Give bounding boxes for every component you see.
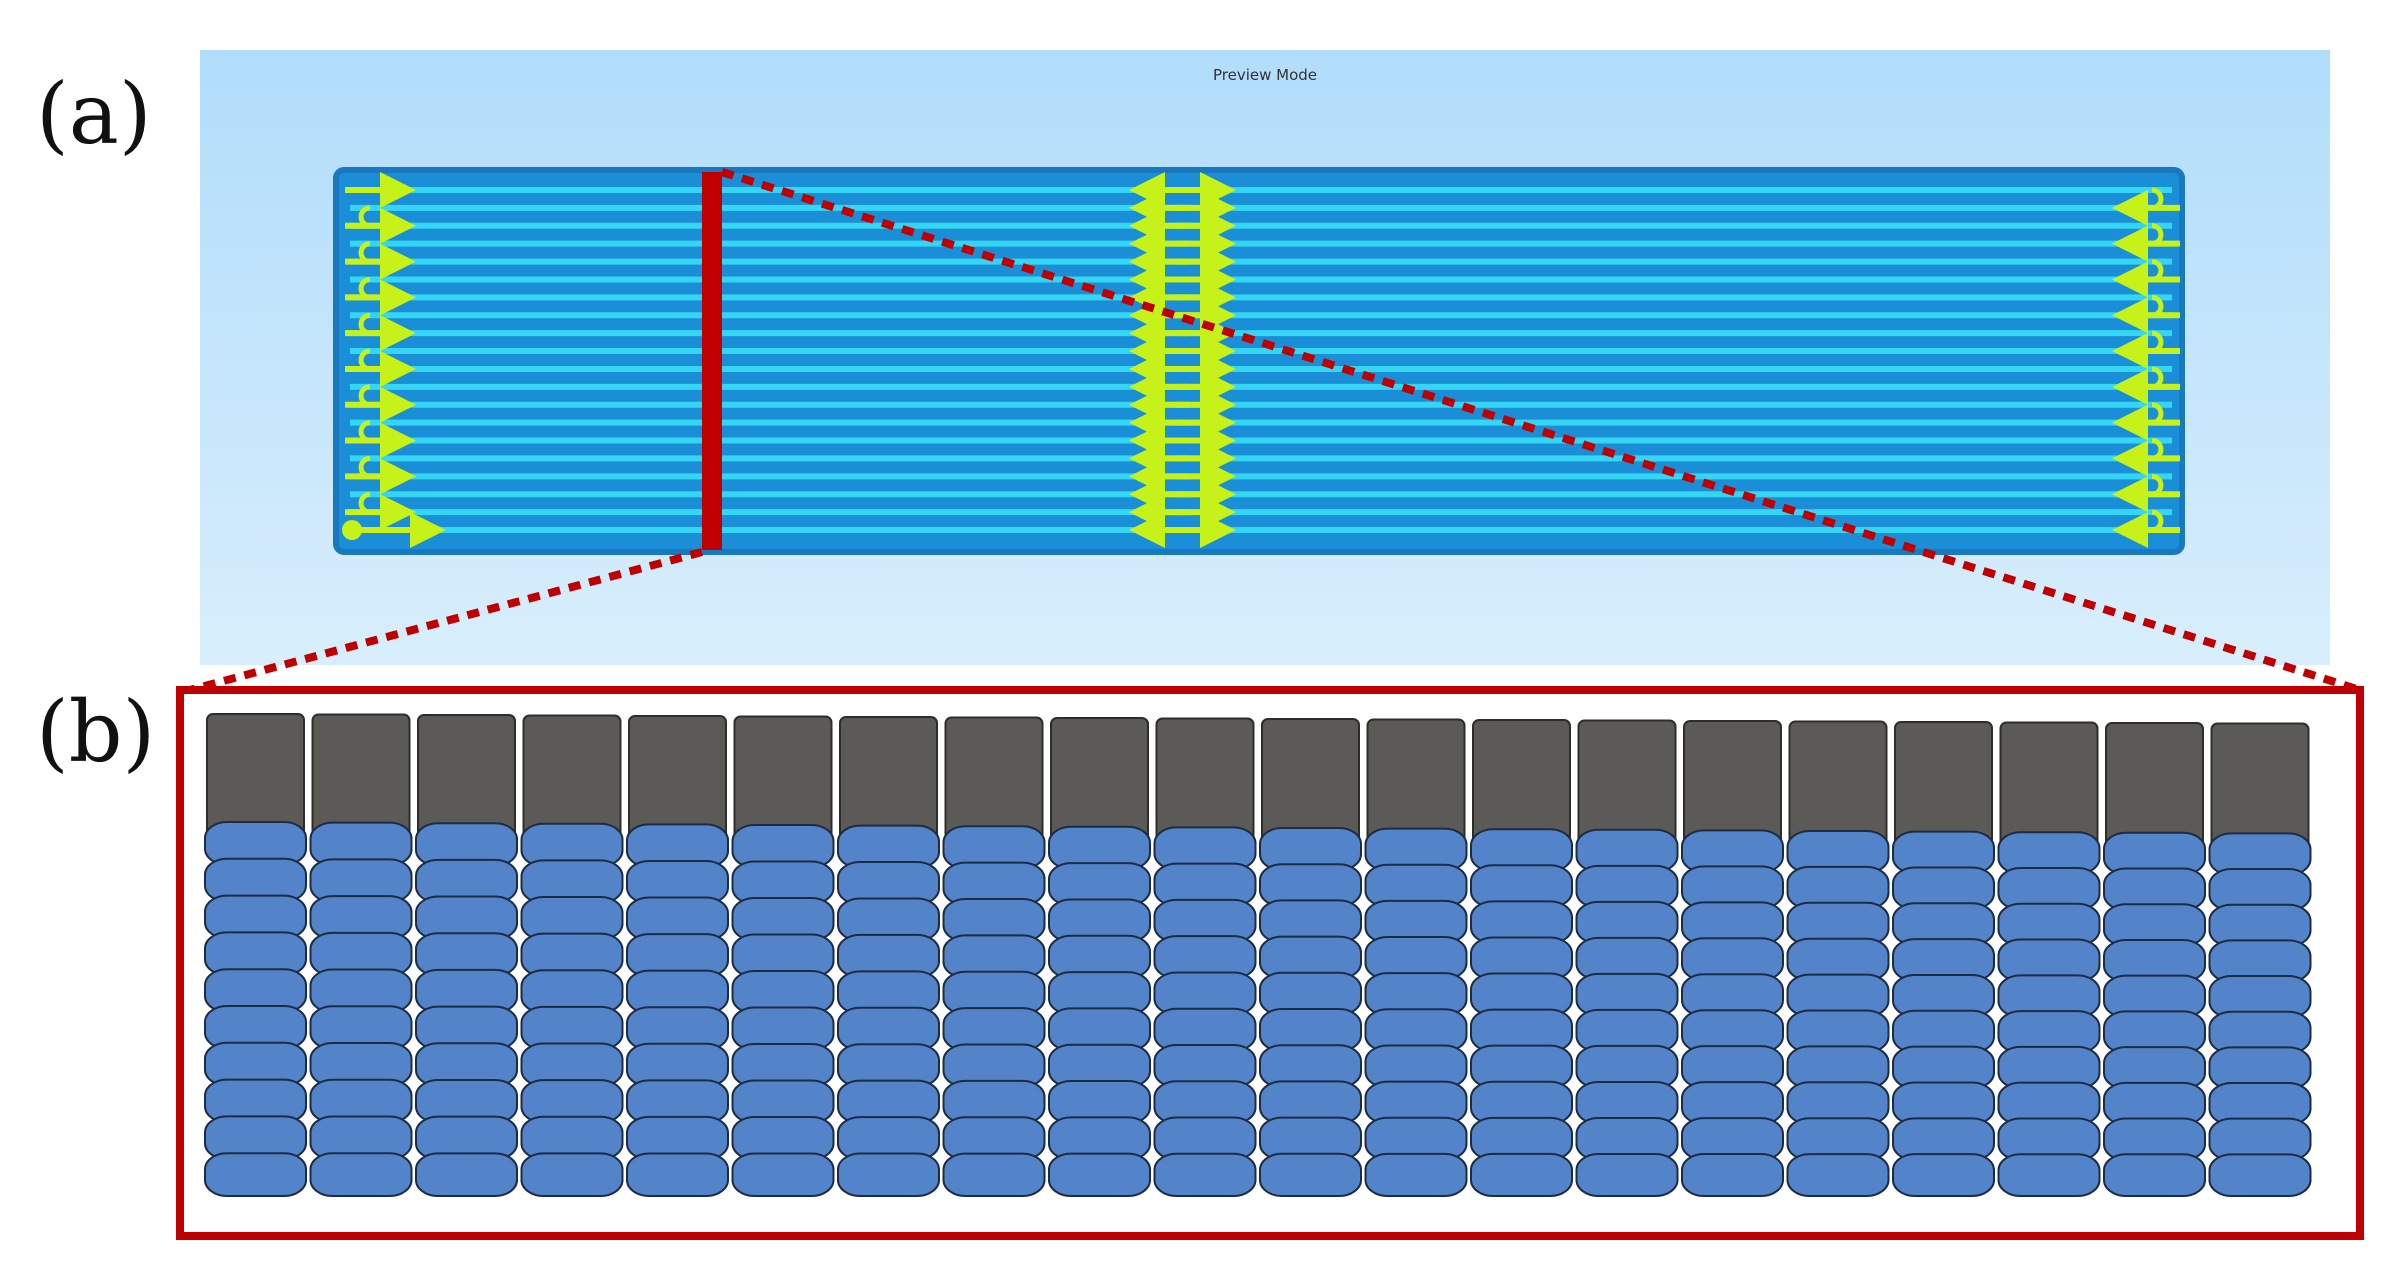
bead: [1892, 1153, 1995, 1198]
bead: [1997, 1153, 2101, 1197]
bead: [942, 1152, 1046, 1197]
bead: [1786, 1153, 1890, 1197]
bead: [415, 1152, 518, 1197]
bead: [1575, 1152, 1679, 1197]
bead: [204, 1152, 307, 1197]
bead: [1681, 1153, 1784, 1198]
bead: [1470, 1152, 1573, 1198]
zoom-lines-group: [188, 168, 2362, 694]
bead: [731, 1152, 835, 1197]
start-point: [342, 520, 362, 540]
bead: [837, 1152, 940, 1198]
bead: [1259, 1152, 1362, 1198]
zoom-line-upper: [720, 168, 2362, 694]
bead: [309, 1152, 413, 1198]
bead: [520, 1152, 624, 1198]
bead: [626, 1152, 729, 1197]
bead: [1364, 1152, 1468, 1197]
build-plate-group: [333, 167, 2185, 555]
toolpath-arrows-group: [342, 172, 2180, 548]
bead: [2208, 1153, 2312, 1197]
bead: [2103, 1153, 2206, 1198]
preview-mode-title: Preview Mode: [1212, 66, 1318, 84]
bead: [1048, 1152, 1151, 1198]
cross-section-group: [176, 686, 2364, 1240]
panel-label-a: (a): [36, 65, 152, 163]
bead: [1153, 1152, 1257, 1197]
panel-label-b: (b): [36, 683, 156, 781]
section-marker: [702, 172, 722, 550]
zoom-line-lower: [188, 548, 704, 694]
